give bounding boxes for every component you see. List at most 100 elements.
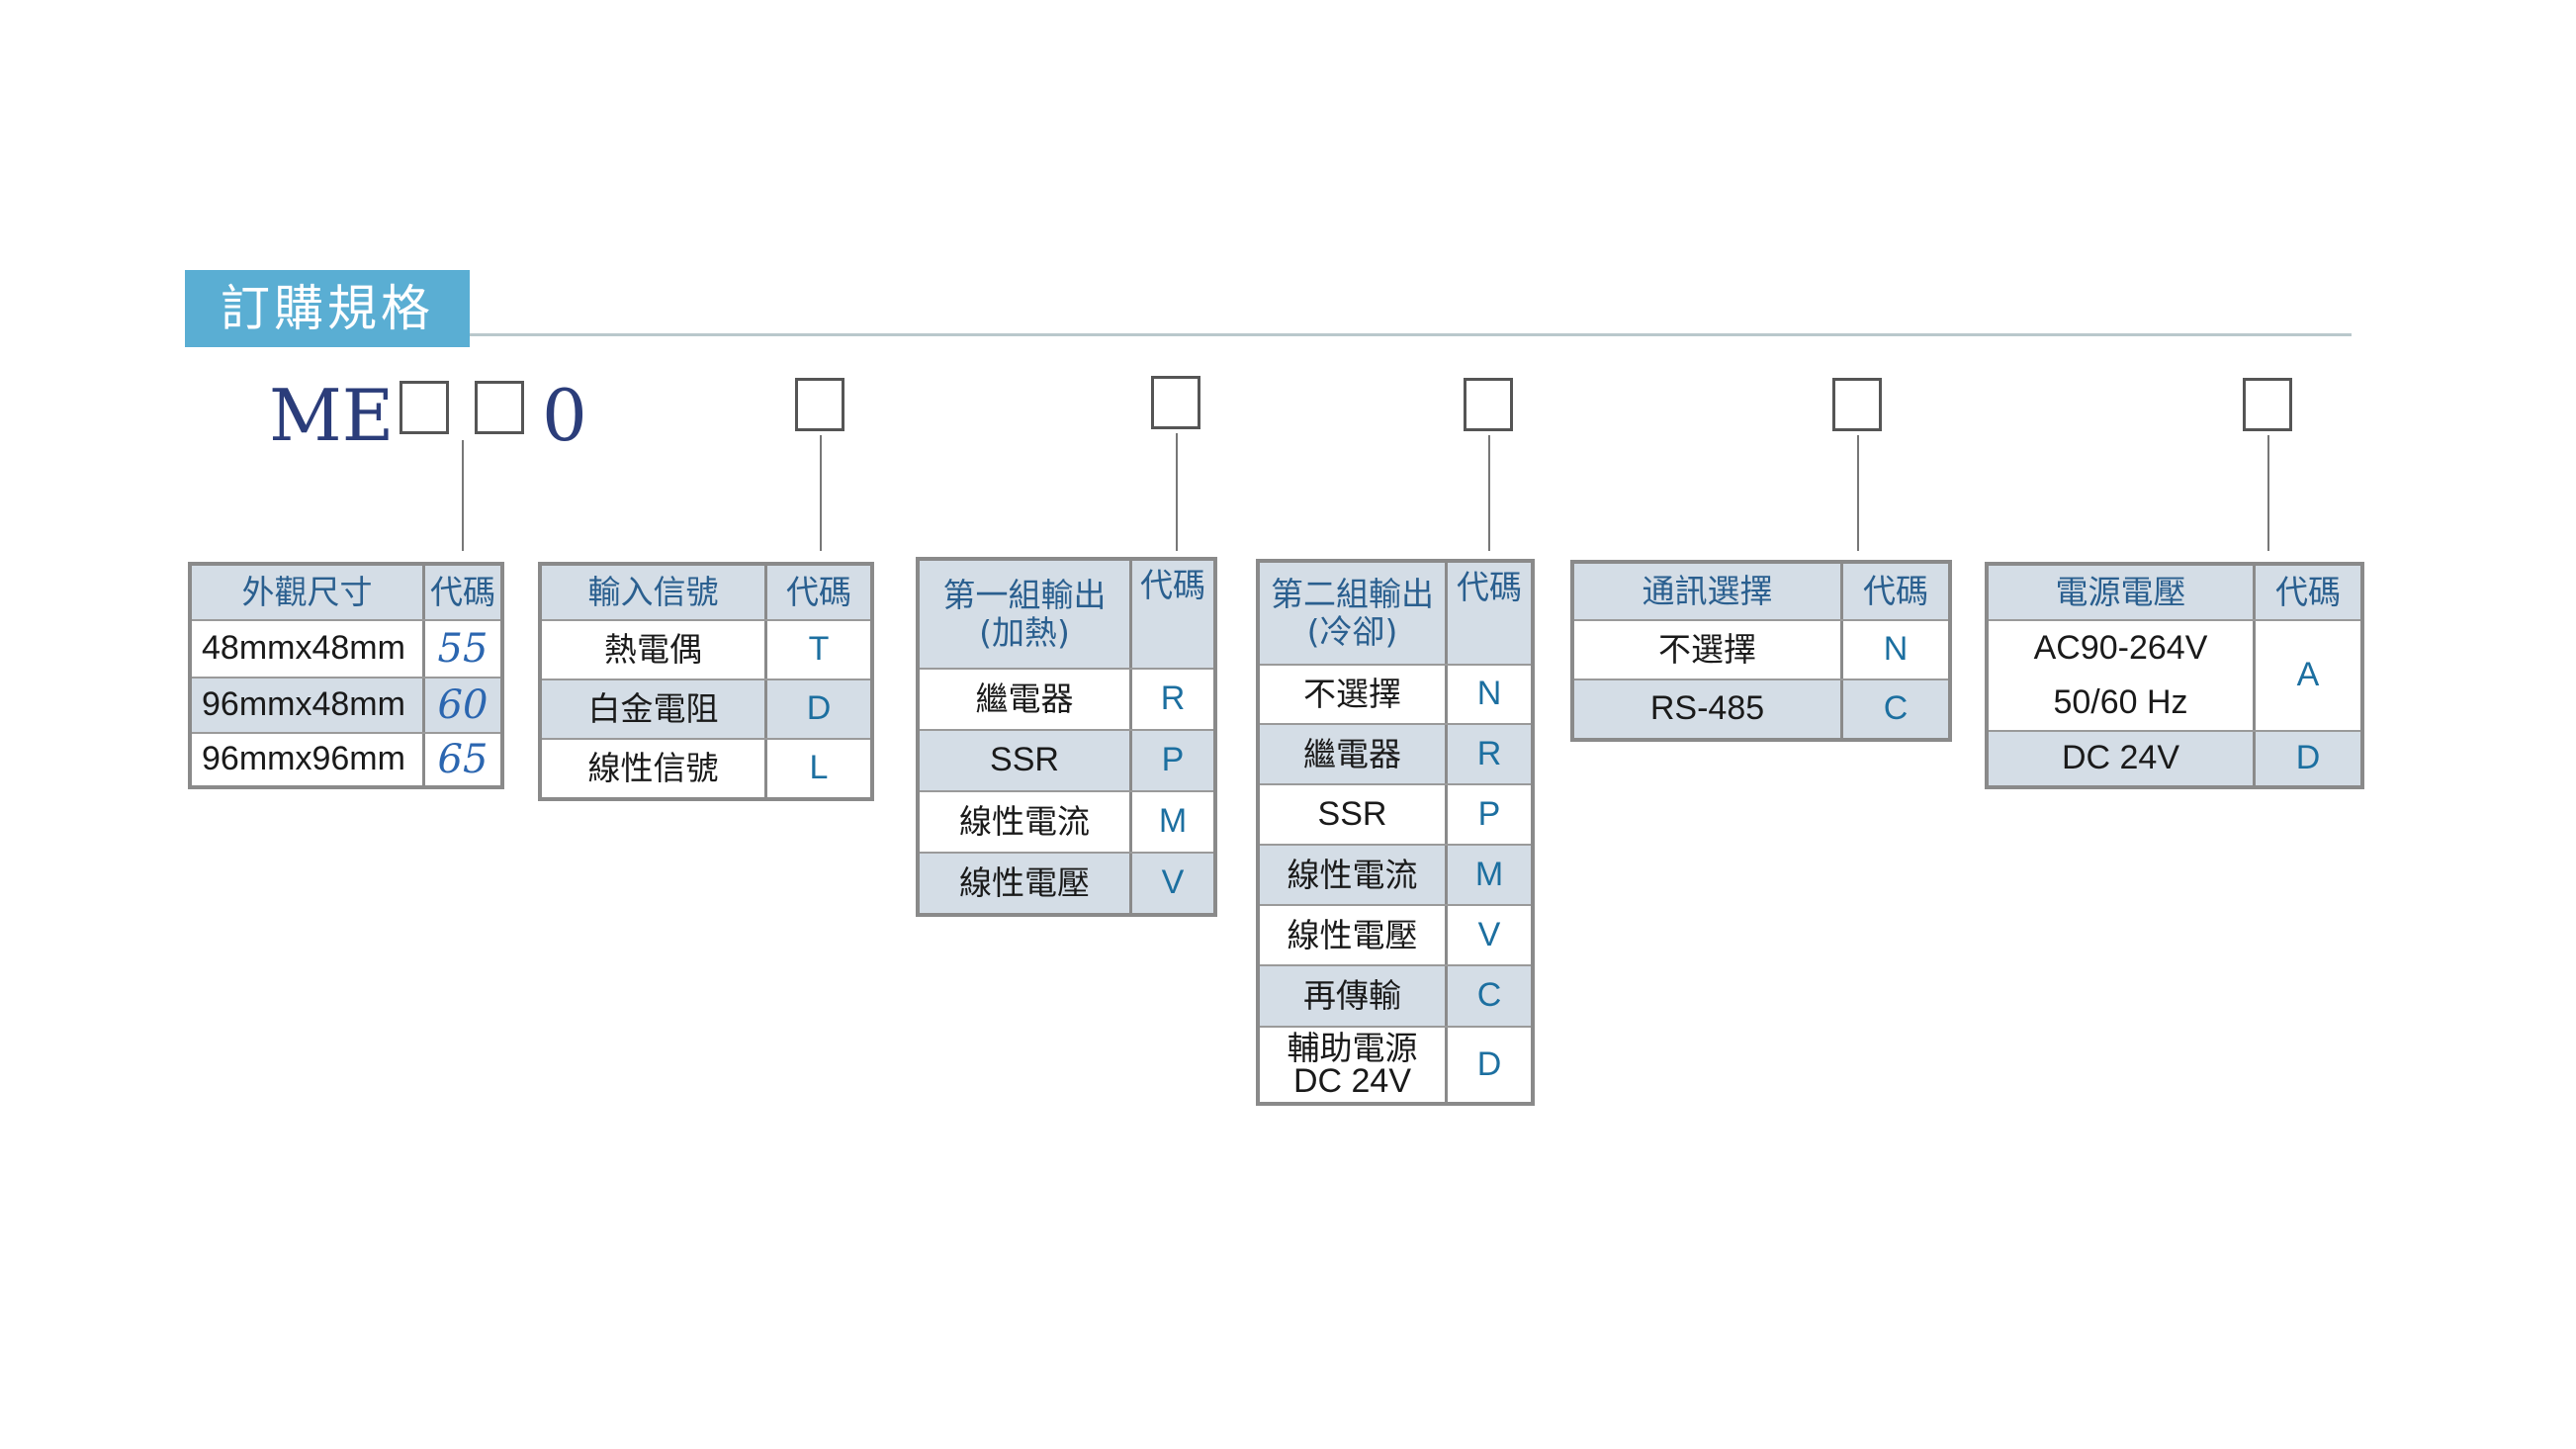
power-table-header: 電源電壓 代碼 bbox=[1989, 566, 2360, 621]
row-name: SSR bbox=[1260, 785, 1448, 844]
connector-comm bbox=[1857, 435, 1859, 551]
row-name: 96mmx96mm bbox=[192, 734, 425, 785]
table-row: 熱電偶 T bbox=[542, 621, 870, 680]
output2-table: 第二組輸出 (冷卻) 代碼 不選擇 N 繼電器 R SSR P 線性電流 M 線… bbox=[1256, 559, 1535, 1106]
table-row: 不選擇 N bbox=[1260, 666, 1531, 725]
row-name: 線性電壓 bbox=[920, 854, 1132, 913]
table-row: 線性信號 L bbox=[542, 740, 870, 797]
model-prefix: ME bbox=[269, 374, 395, 457]
row-code: 60 bbox=[437, 682, 489, 728]
table-row: 線性電流 M bbox=[920, 792, 1213, 854]
output1-table-header: 第一組輸出 (加熱) 代碼 bbox=[920, 561, 1213, 670]
table-row: DC 24V D bbox=[1989, 732, 2360, 785]
row-name: 96mmx48mm bbox=[192, 679, 425, 732]
row-name: 繼電器 bbox=[1260, 725, 1448, 783]
connector-size bbox=[462, 440, 464, 551]
header-name: 電源電壓 bbox=[1989, 566, 2256, 619]
row-code: A bbox=[2296, 656, 2320, 694]
table-row: 再傳輸 C bbox=[1260, 966, 1531, 1028]
row-code: P bbox=[1477, 794, 1501, 833]
size-code-slot-1 bbox=[400, 381, 449, 434]
header-code: 代碼 bbox=[2275, 573, 2341, 612]
row-name-line2: 50/60 Hz bbox=[2053, 682, 2188, 721]
output1-code-slot bbox=[1151, 376, 1200, 429]
table-row: SSR P bbox=[1260, 785, 1531, 846]
comm-code-slot bbox=[1832, 378, 1882, 431]
comm-table: 通訊選擇 代碼 不選擇 N RS-485 C bbox=[1570, 560, 1952, 742]
table-row: AC90-264V 50/60 Hz A bbox=[1989, 621, 2360, 732]
row-name: 再傳輸 bbox=[1260, 966, 1448, 1026]
row-name: 線性電流 bbox=[920, 792, 1132, 852]
header-code: 代碼 bbox=[1140, 566, 1205, 604]
table-row: 不選擇 N bbox=[1574, 621, 1948, 680]
input-code-slot bbox=[795, 378, 844, 431]
row-code: C bbox=[1476, 976, 1502, 1015]
header-code: 代碼 bbox=[1863, 572, 1928, 611]
row-code: M bbox=[1474, 855, 1504, 893]
row-name-line1: 輔助電源 bbox=[1287, 1029, 1418, 1067]
table-row: 繼電器 R bbox=[920, 670, 1213, 731]
header-name: 第二組輸出 (冷卻) bbox=[1260, 563, 1448, 664]
header-name-line2: (加熱) bbox=[979, 613, 1070, 652]
row-name-line1: AC90-264V bbox=[2033, 628, 2208, 667]
size-table: 外觀尺寸 代碼 48mmx48mm 55 96mmx48mm 60 96mmx9… bbox=[188, 562, 504, 789]
row-code: M bbox=[1158, 802, 1188, 841]
power-code-slot bbox=[2243, 378, 2292, 431]
row-name: SSR bbox=[920, 731, 1132, 790]
row-name: RS-485 bbox=[1574, 680, 1843, 738]
table-row: 96mmx48mm 60 bbox=[192, 679, 500, 734]
table-row: RS-485 C bbox=[1574, 680, 1948, 738]
row-name: 繼電器 bbox=[920, 670, 1132, 729]
row-code: D bbox=[806, 689, 832, 728]
row-name: DC 24V bbox=[1989, 732, 2256, 785]
connector-output1 bbox=[1176, 433, 1178, 551]
row-code: P bbox=[1161, 741, 1185, 779]
row-name: AC90-264V 50/60 Hz bbox=[1989, 621, 2256, 730]
row-code: L bbox=[809, 749, 829, 787]
row-code: V bbox=[1161, 863, 1185, 902]
row-code: D bbox=[2295, 739, 2321, 777]
power-table: 電源電壓 代碼 AC90-264V 50/60 Hz A DC 24V D bbox=[1985, 562, 2364, 789]
row-name: 48mmx48mm bbox=[192, 621, 425, 677]
row-code: D bbox=[1476, 1044, 1502, 1083]
header-name: 通訊選擇 bbox=[1574, 564, 1843, 619]
row-code: R bbox=[1476, 734, 1502, 772]
table-row: 白金電阻 D bbox=[542, 680, 870, 740]
header-name-line1: 第一組輸出 bbox=[942, 576, 1107, 615]
header-name-line1: 第二組輸出 bbox=[1271, 575, 1434, 614]
size-table-header: 外觀尺寸 代碼 bbox=[192, 566, 500, 621]
header-name-line2: (冷卻) bbox=[1306, 612, 1398, 651]
table-row: 線性電流 M bbox=[1260, 846, 1531, 906]
row-name: 不選擇 bbox=[1260, 666, 1448, 723]
row-code: N bbox=[1883, 630, 1909, 669]
table-row: 輔助電源 DC 24V D bbox=[1260, 1028, 1531, 1102]
row-name: 白金電阻 bbox=[542, 680, 767, 738]
output2-table-header: 第二組輸出 (冷卻) 代碼 bbox=[1260, 563, 1531, 666]
header-code: 代碼 bbox=[430, 573, 495, 612]
table-row: SSR P bbox=[920, 731, 1213, 792]
header-name: 第一組輸出 (加熱) bbox=[920, 561, 1132, 668]
row-code: 55 bbox=[437, 626, 489, 672]
table-row: 線性電壓 V bbox=[920, 854, 1213, 913]
input-table: 輸入信號 代碼 熱電偶 T 白金電阻 D 線性信號 L bbox=[538, 562, 874, 801]
row-name: 線性信號 bbox=[542, 740, 767, 797]
row-code: T bbox=[808, 630, 830, 669]
row-code: R bbox=[1160, 679, 1186, 718]
table-row: 線性電壓 V bbox=[1260, 906, 1531, 966]
row-name: 熱電偶 bbox=[542, 621, 767, 679]
size-code-slot-2 bbox=[475, 381, 524, 434]
row-name-line2: DC 24V bbox=[1292, 1062, 1412, 1100]
connector-power bbox=[2267, 435, 2269, 551]
header-name: 輸入信號 bbox=[542, 566, 767, 619]
row-name: 線性電壓 bbox=[1260, 906, 1448, 964]
output2-code-slot bbox=[1464, 378, 1513, 431]
table-row: 96mmx96mm 65 bbox=[192, 734, 500, 785]
connector-input bbox=[820, 435, 822, 551]
model-fixed-digit: 0 bbox=[542, 374, 587, 457]
connector-output2 bbox=[1488, 435, 1490, 551]
header-name: 外觀尺寸 bbox=[192, 566, 425, 619]
output1-table: 第一組輸出 (加熱) 代碼 繼電器 R SSR P 線性電流 M 線性電壓 V bbox=[916, 557, 1217, 917]
title-divider bbox=[470, 333, 2352, 336]
row-name: 線性電流 bbox=[1260, 846, 1448, 904]
row-code: V bbox=[1477, 915, 1501, 953]
